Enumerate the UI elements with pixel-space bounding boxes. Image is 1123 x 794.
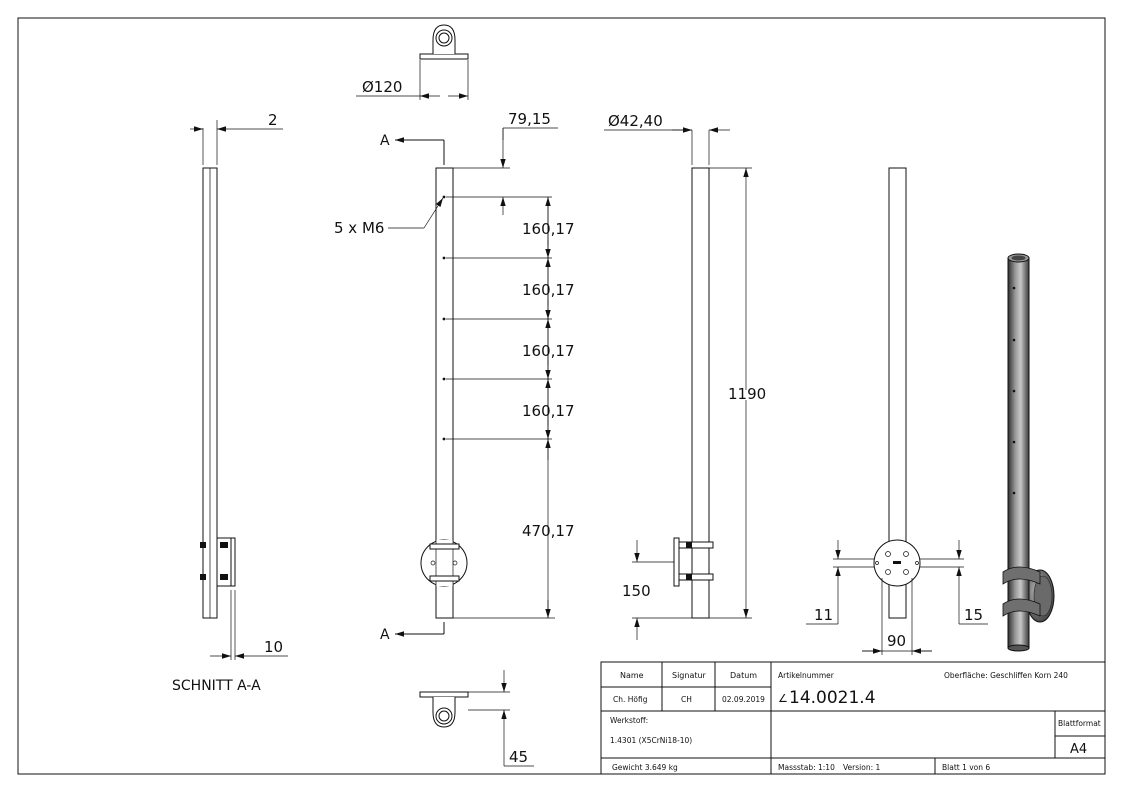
tb-artikel-label: Artikelnummer [778,671,835,680]
tb-name-header: Name [620,671,644,680]
section-title: SCHNITT A-A [172,678,261,694]
dim-pitch-3: 160,17 [522,342,575,360]
top-view: Ø120 [356,24,469,100]
section-marker-a-top: A [380,133,390,149]
dim-tube-diameter: Ø42,40 [608,112,663,130]
dim-wall: 2 [268,111,278,129]
title-block: Name Signatur Datum Ch. Höfig CH 02.09.2… [600,661,1106,775]
drawing-frame [17,17,1106,775]
dim-pitch-4: 160,17 [522,402,575,420]
tb-blatt: Blatt 1 von 6 [942,763,990,772]
isometric-view [1002,253,1055,652]
dim-side-15: 15 [964,606,983,624]
dim-bottom-gap: 470,17 [522,522,575,540]
front-view: A A 5 x M6 79,15 160,17 160,17 [334,110,575,643]
dim-flange-thickness: 10 [264,638,283,656]
dim-pitch-1: 160,17 [522,220,575,238]
bottom-view: 45 [419,670,534,767]
tb-version: Version: 1 [843,763,880,772]
section-view-a-a: 2 10 SCHNITT A-A [172,111,288,694]
dim-side-11: 11 [814,606,833,624]
dim-bracket-height: 150 [622,582,651,600]
tb-gewicht: Gewicht 3.649 kg [612,763,678,772]
tb-massstab: Massstab: 1:10 [778,763,835,772]
tb-blattformat-value: A4 [1070,742,1087,757]
dim-base-45: 45 [509,748,528,766]
side-view: Ø42,40 1190 150 [604,112,766,640]
dim-width-90: 90 [887,632,906,650]
tb-datum-value: 02.09.2019 [722,695,765,704]
dim-height: 1190 [728,385,766,403]
tb-name-value: Ch. Höfig [613,695,648,704]
tb-datum-header: Datum [730,671,757,680]
callout-threads: 5 x M6 [334,219,384,237]
tb-artikel-number: 14.0021.4 [789,688,876,708]
tb-artikel-prefix: ∠ [778,692,788,705]
tb-signatur-header: Signatur [672,671,707,680]
tb-oberflaeche: Oberfläche: Geschliffen Korn 240 [944,671,1068,680]
tb-signatur-value: CH [681,695,692,704]
tb-werkstoff-value: 1.4301 (X5CrNi18-10) [610,736,692,745]
section-marker-a-bottom: A [380,627,390,643]
tb-blattformat-label: Blattformat [1058,719,1101,728]
rear-view: 11 15 90 [806,167,988,655]
dim-base-diameter: Ø120 [362,78,402,96]
dim-hole-offset: 79,15 [508,110,551,128]
dim-pitch-2: 160,17 [522,281,575,299]
tb-werkstoff-label: Werkstoff: [610,716,648,725]
